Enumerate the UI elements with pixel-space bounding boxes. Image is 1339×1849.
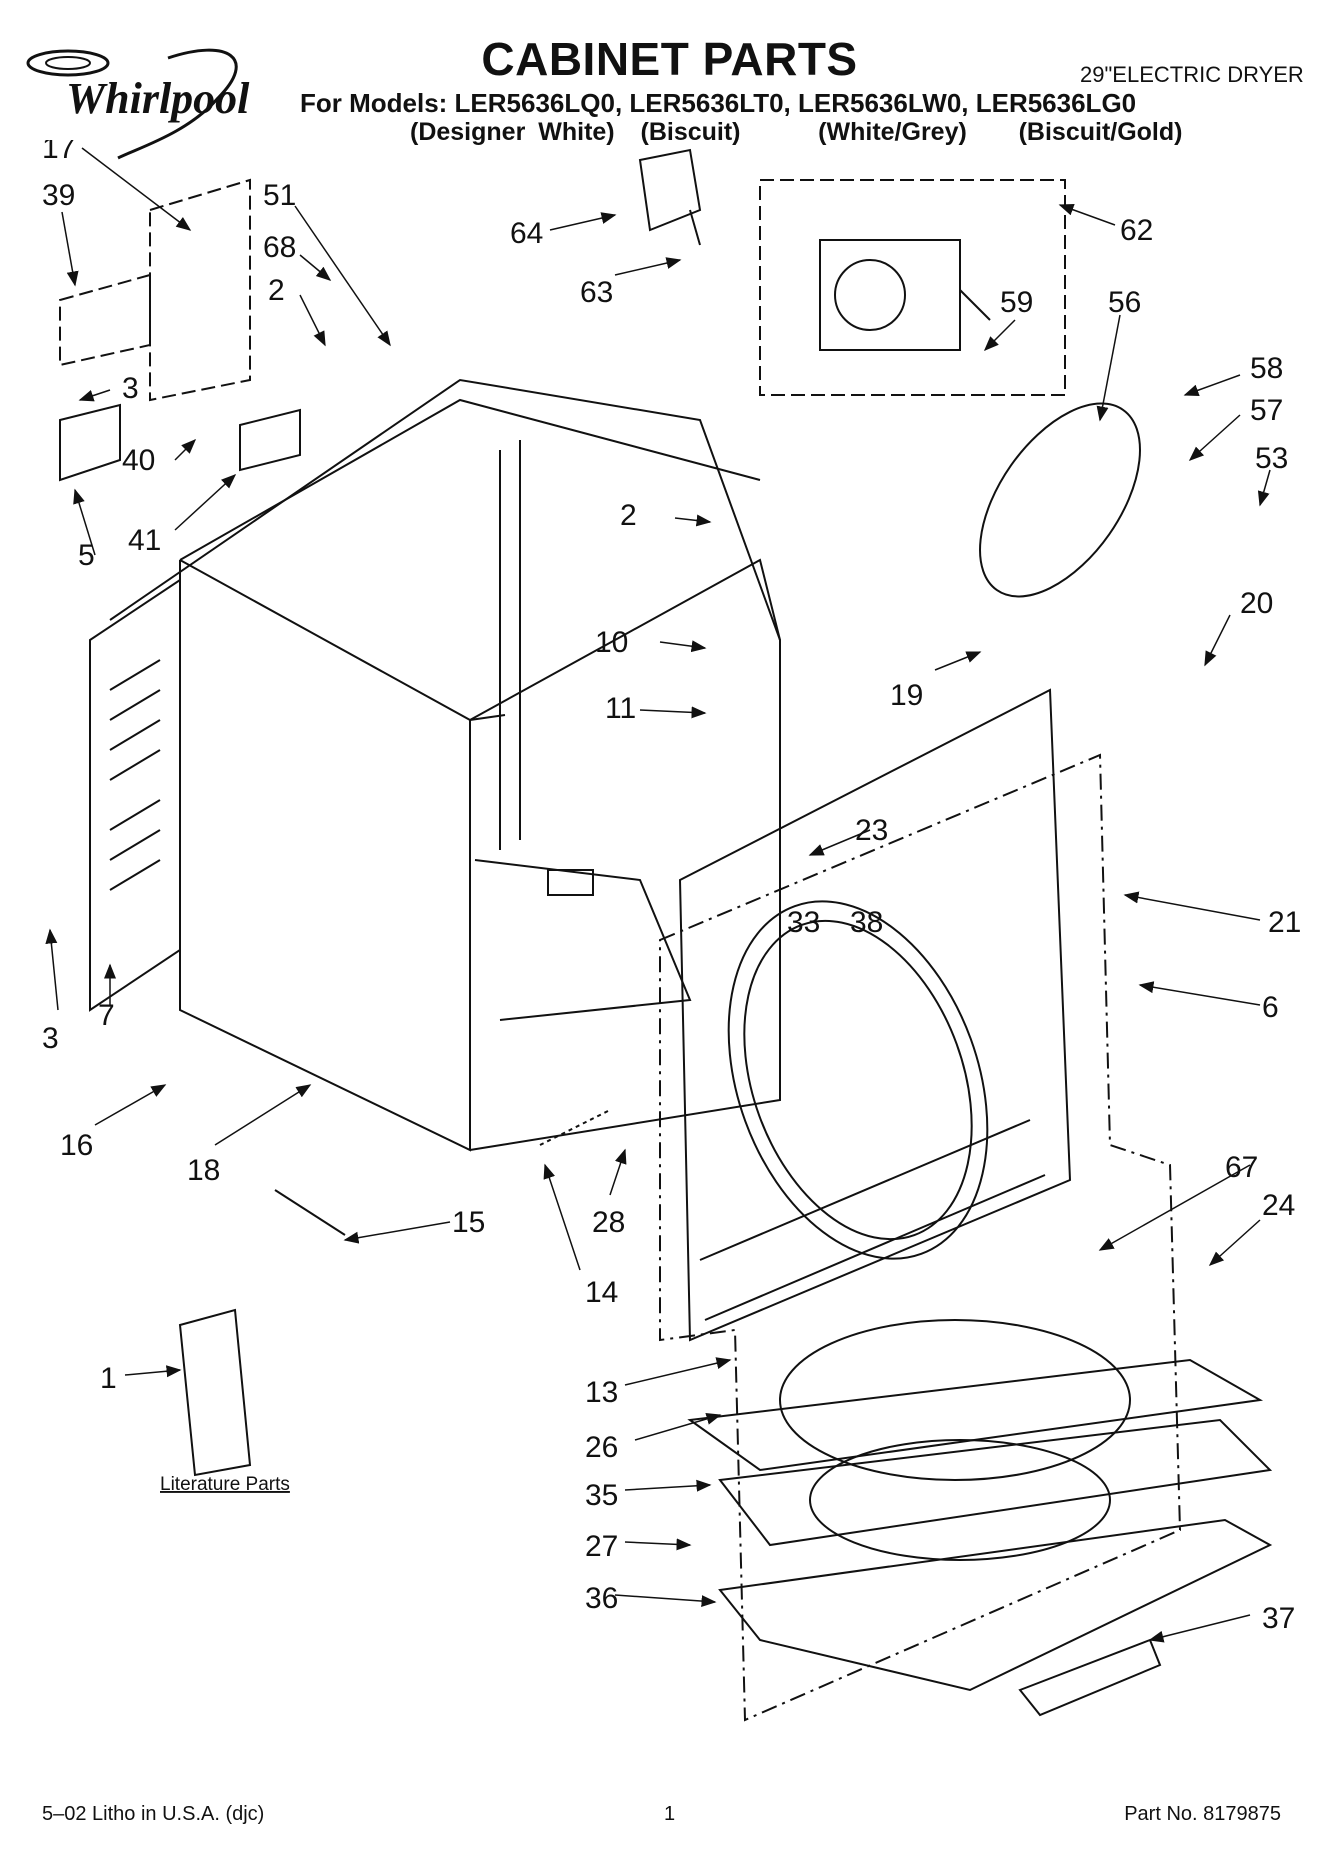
footer-page-number: 1 (663, 1803, 676, 1825)
part-label-62: 62 (1120, 214, 1153, 247)
part-label-59: 59 (1000, 286, 1033, 319)
footer-litho: 5–02 Litho in U.S.A. (djc) (42, 1803, 265, 1825)
part-label-1: 1 (100, 1362, 117, 1395)
part-label-11: 11 (605, 692, 636, 725)
part-label-26: 26 (585, 1431, 618, 1464)
part-label-6: 6 (1262, 991, 1279, 1024)
part-label-64: 64 (510, 217, 543, 250)
base-drawing (178, 1109, 1273, 1717)
part-label-57: 57 (1250, 394, 1283, 427)
part-label-37: 37 (1262, 1602, 1295, 1635)
part-label-23: 23 (855, 814, 888, 847)
part-label-27: 27 (585, 1530, 618, 1563)
part-label-13: 13 (585, 1376, 618, 1409)
part-label-38: 38 (850, 906, 883, 939)
part-label-56: 56 (1108, 286, 1141, 319)
part-label-14: 14 (585, 1276, 618, 1309)
part-label-17: 17 (42, 140, 75, 165)
leader-lines (45, 147, 1271, 1643)
literature-parts-label: Literature Parts (160, 1474, 290, 1495)
footer-part-number: Part No. 8179875 (1124, 1803, 1281, 1825)
part-label-51: 51 (263, 179, 296, 212)
models-line: For Models: LER5636LQ0, LER5636LT0, LER5… (300, 88, 1137, 118)
page-title: CABINET PARTS (481, 33, 858, 85)
part-label-40: 40 (122, 444, 155, 477)
motor-assembly-drawing (638, 148, 1141, 598)
part-label-7: 7 (98, 999, 115, 1032)
part-label-5: 5 (78, 539, 95, 572)
part-label-21: 21 (1268, 906, 1301, 939)
product-type: 29"ELECTRIC DRYER (1080, 62, 1304, 87)
part-label-67: 67 (1225, 1151, 1258, 1184)
control-parts-drawing (59, 178, 301, 482)
part-label-63: 63 (580, 276, 613, 309)
part-label-2: 2 (268, 274, 285, 307)
part-label-10: 10 (595, 626, 628, 659)
part-label-2b: 2 (620, 499, 637, 532)
finishes-line: (Designer White) (Biscuit) (White/Grey) … (410, 118, 1183, 146)
part-label-24: 24 (1262, 1189, 1295, 1222)
exploded-parts-diagram: 17 39 51 68 2 3 40 5 41 64 63 62 59 56 5… (42, 140, 1301, 1722)
part-label-39: 39 (42, 179, 75, 212)
part-label-36: 36 (585, 1582, 618, 1615)
part-label-19: 19 (890, 679, 923, 712)
front-panel-drawing (659, 688, 1182, 1722)
whirlpool-logo: Whirlpool (26, 48, 250, 160)
part-label-18: 18 (187, 1154, 220, 1187)
part-label-3b: 3 (42, 1022, 59, 1055)
part-label-3: 3 (122, 372, 139, 405)
part-labels: 17 39 51 68 2 3 40 5 41 64 63 62 59 56 5… (42, 140, 1301, 1635)
part-label-33: 33 (787, 906, 820, 939)
part-label-58: 58 (1250, 352, 1283, 385)
svg-text:Whirlpool: Whirlpool (66, 74, 250, 123)
part-label-16: 16 (60, 1129, 93, 1162)
cabinet-drawing (89, 378, 781, 1152)
part-label-68: 68 (263, 231, 296, 264)
part-label-53: 53 (1255, 442, 1288, 475)
part-label-28: 28 (592, 1206, 625, 1239)
part-label-35: 35 (585, 1479, 618, 1512)
part-label-20: 20 (1240, 587, 1273, 620)
part-label-41: 41 (128, 524, 161, 557)
part-label-15: 15 (452, 1206, 485, 1239)
